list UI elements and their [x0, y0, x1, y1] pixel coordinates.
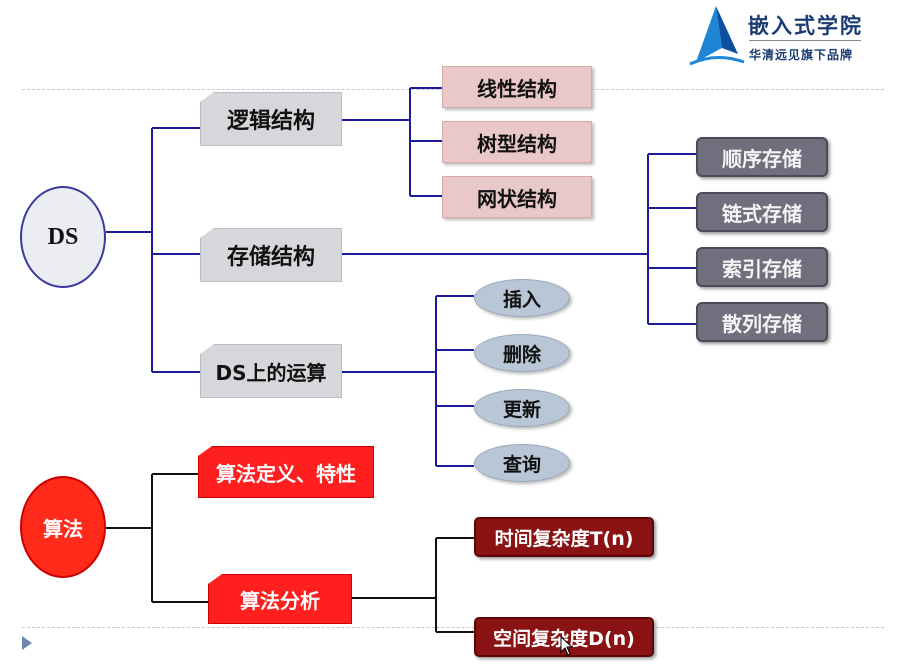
update-op-node: 更新 — [474, 389, 570, 427]
sequential-storage-node: 顺序存储 — [696, 137, 828, 177]
logo-subtitle: 华清远见旗下品牌 — [749, 48, 854, 62]
algorithm-root-node: 算法 — [20, 476, 106, 578]
hashed-storage-node: 散列存储 — [696, 302, 828, 342]
play-triangle-icon[interactable] — [22, 636, 32, 650]
delete-op-node: 删除 — [474, 334, 570, 372]
storage-structure-node: 存储结构 — [200, 228, 342, 282]
sail-logo-icon — [689, 6, 745, 66]
graph-structure-node: 网状结构 — [442, 176, 592, 218]
algorithm-definition-node: 算法定义、特性 — [198, 446, 374, 498]
mouse-cursor-icon — [560, 636, 574, 656]
logo-title: 嵌入式学院 — [748, 14, 863, 38]
indexed-storage-node: 索引存储 — [696, 247, 828, 287]
insert-op-node: 插入 — [474, 279, 570, 317]
logical-structure-node: 逻辑结构 — [200, 92, 342, 146]
time-complexity-node: 时间复杂度T(n) — [474, 517, 654, 557]
ds-root-node: DS — [20, 186, 106, 288]
linked-storage-node: 链式存储 — [696, 192, 828, 232]
bottom-divider — [22, 627, 884, 628]
space-complexity-node: 空间复杂度D(n) — [474, 617, 654, 657]
logo-rule — [749, 40, 861, 41]
algorithm-analysis-node: 算法分析 — [208, 574, 352, 624]
linear-structure-node: 线性结构 — [442, 66, 592, 108]
tree-structure-node: 树型结构 — [442, 121, 592, 163]
ds-operations-node: DS上的运算 — [200, 344, 342, 398]
query-op-node: 查询 — [474, 444, 570, 482]
